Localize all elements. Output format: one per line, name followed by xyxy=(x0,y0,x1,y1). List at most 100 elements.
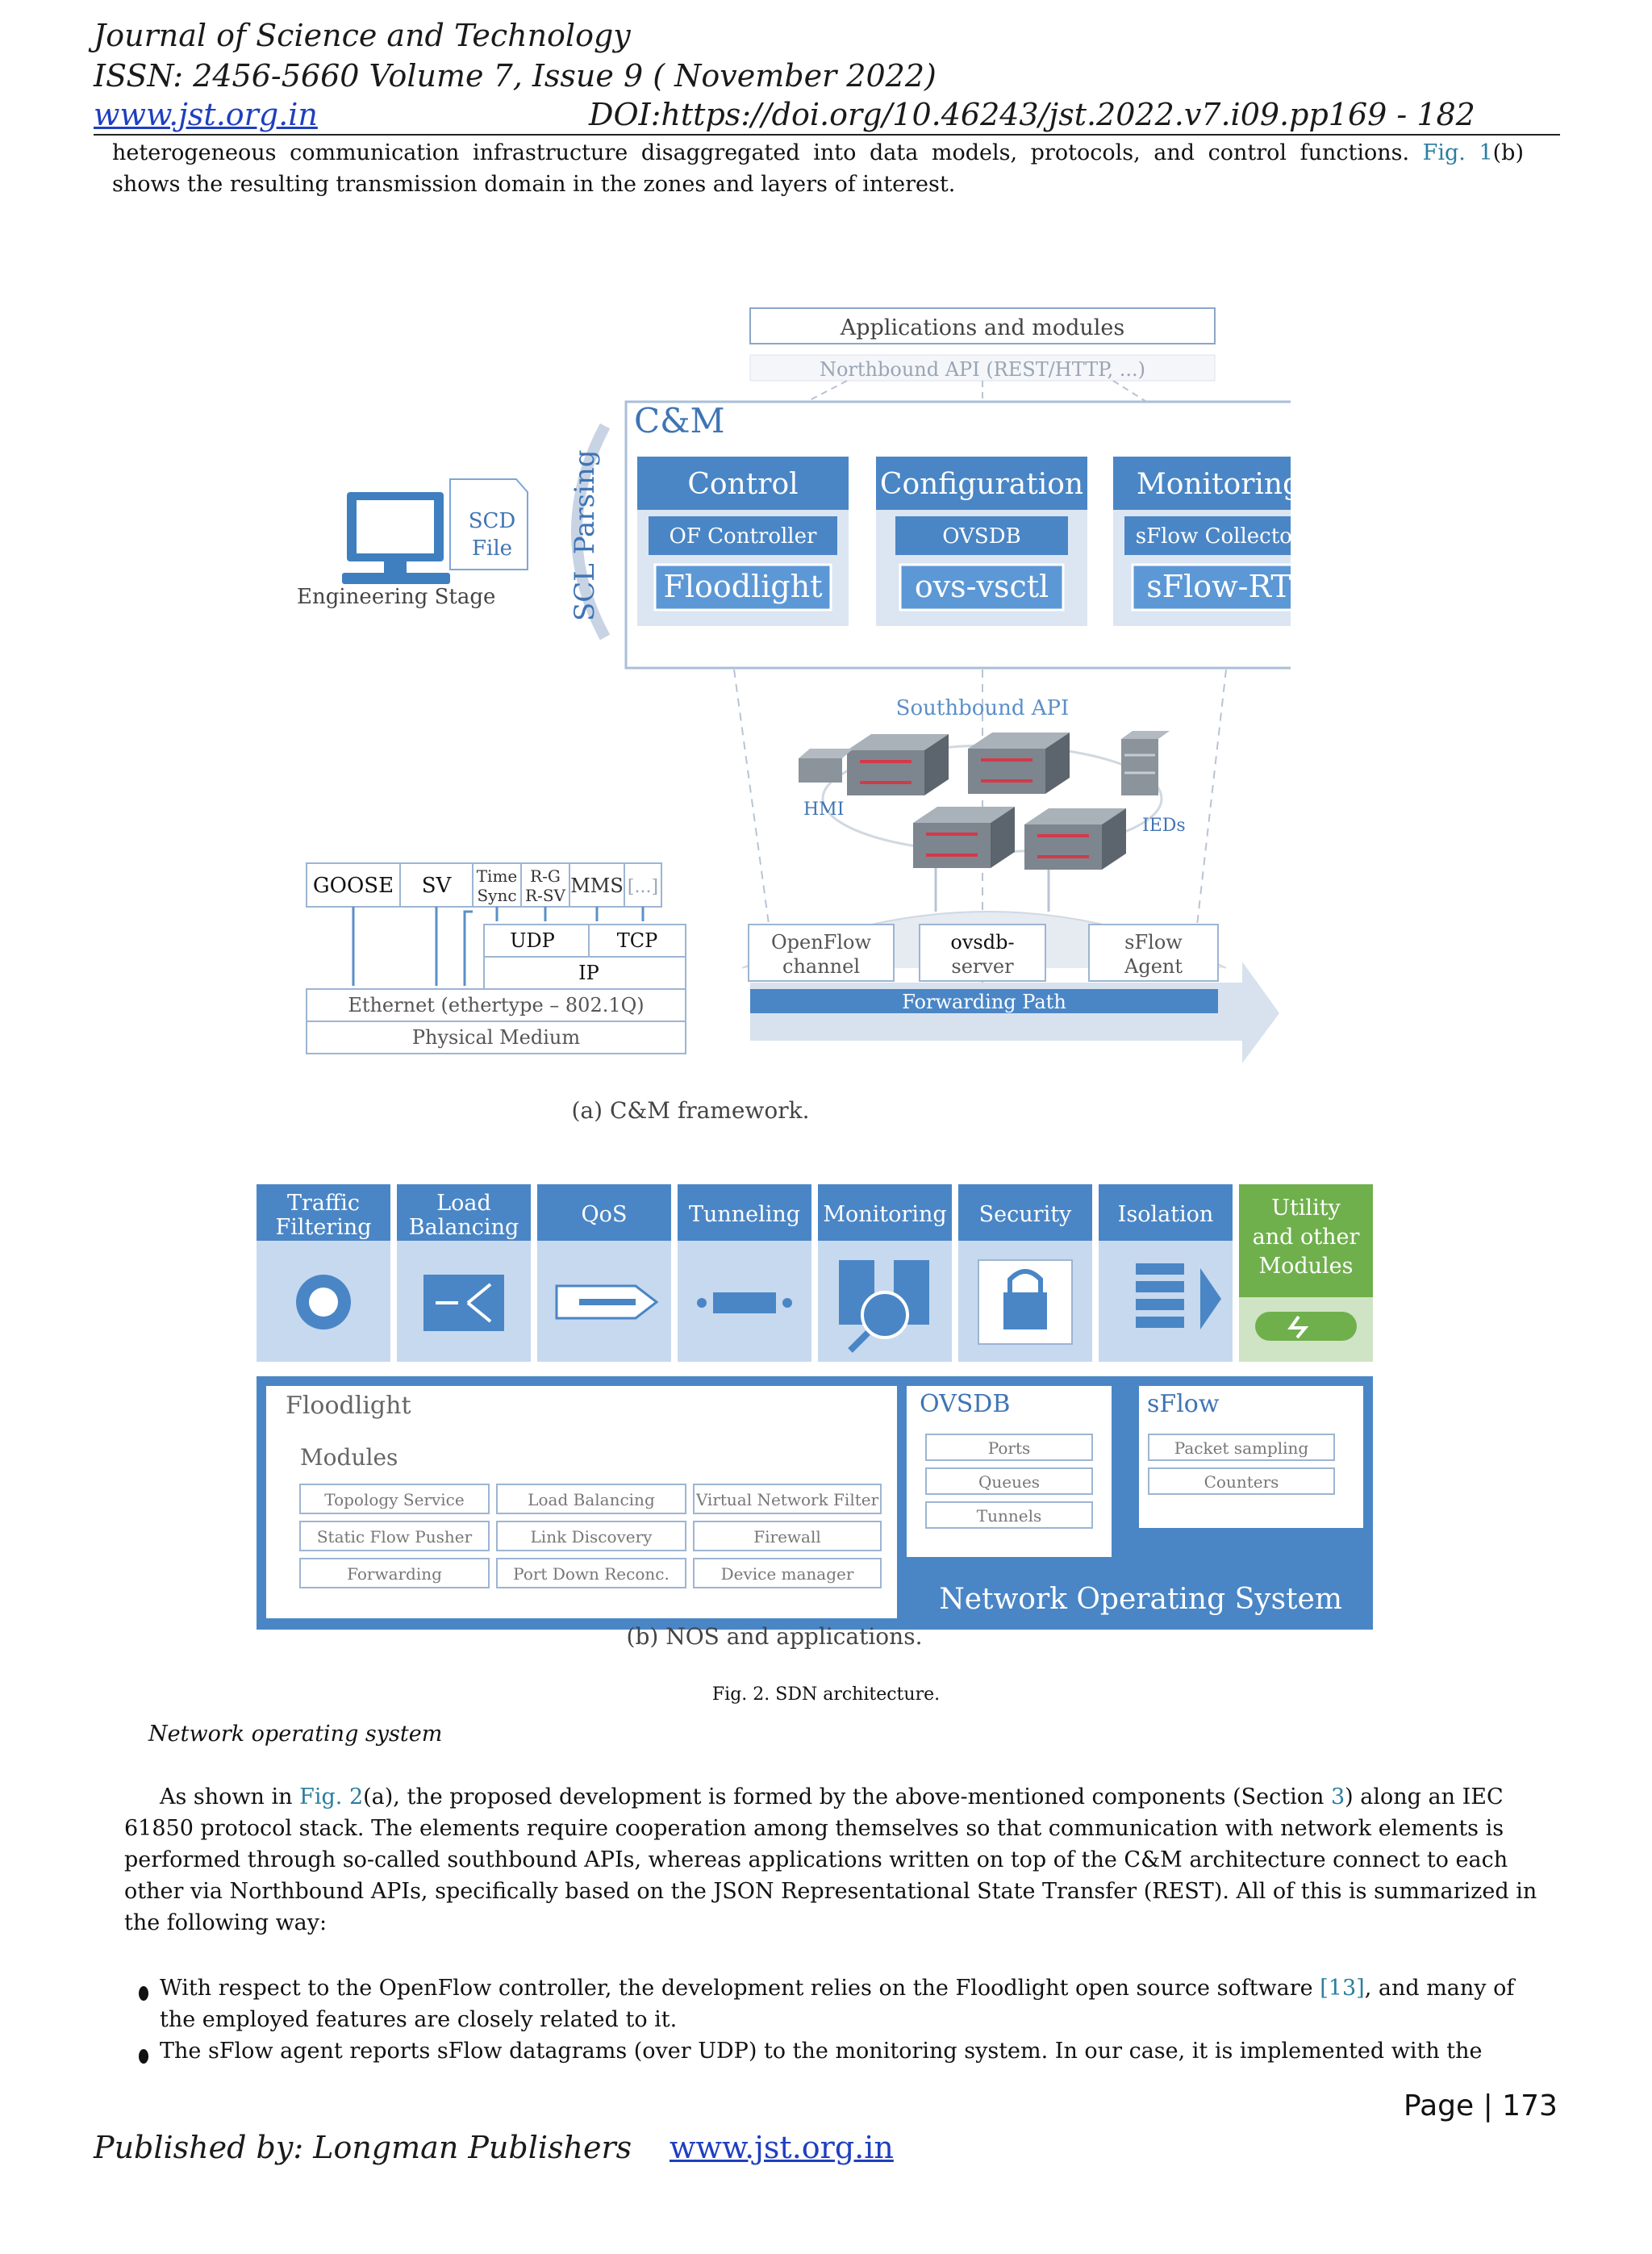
scd-file-icon xyxy=(449,478,528,570)
bullet-dot xyxy=(139,2049,148,2064)
svg-text:Virtual Network Filter: Virtual Network Filter xyxy=(695,1490,879,1509)
svg-text:Isolation: Isolation xyxy=(1118,1202,1214,1227)
parsing-arc xyxy=(571,423,611,641)
forwarding-path-label: Forwarding Path xyxy=(902,991,1066,1013)
svg-text:TCP: TCP xyxy=(617,929,658,952)
southbound-label: Southbound API xyxy=(896,696,1070,720)
cm-label: C&M xyxy=(634,401,725,440)
monitoring-column: Monitoring sFlow Collector sFlow-RT xyxy=(1113,457,1291,626)
paragraph-line-1: As shown in Fig. 2(a), the proposed deve… xyxy=(160,1784,1504,1809)
ref-13-link[interactable]: [13] xyxy=(1320,1976,1365,2001)
figure-a-cm-framework: Applications and modules Northbound API … xyxy=(297,307,1291,1124)
svg-text:sFlow-RT: sFlow-RT xyxy=(1146,569,1291,604)
caption-b: (b) NOS and applications. xyxy=(627,1623,923,1650)
svg-text:server: server xyxy=(951,955,1014,978)
svg-text:sFlow Collector: sFlow Collector xyxy=(1136,524,1291,549)
sflow-label: sFlow xyxy=(1147,1390,1220,1418)
app-traffic-filtering: Traffic Filtering xyxy=(257,1184,390,1362)
svg-text:Traffic: Traffic xyxy=(287,1191,360,1216)
svg-text:Modules: Modules xyxy=(1258,1254,1353,1279)
sflow-agent-box xyxy=(1088,924,1219,982)
svg-text:Utility: Utility xyxy=(1271,1196,1341,1221)
issn-line: ISSN: 2456-5660 Volume 7, Issue 9 ( Nove… xyxy=(94,58,937,94)
section3-ref-link[interactable]: 3 xyxy=(1330,1784,1345,1809)
paragraph-line-4: other via Northbound APIs, specifically … xyxy=(124,1879,1537,1904)
svg-text:Counters: Counters xyxy=(1204,1472,1279,1492)
svg-text:OpenFlow: OpenFlow xyxy=(771,931,871,954)
svg-text:R-G: R-G xyxy=(530,866,561,886)
svg-text:Floodlight: Floodlight xyxy=(664,569,823,604)
footer-website-link[interactable]: www.jst.org.in xyxy=(670,2130,894,2165)
nos-label: Network Operating System xyxy=(939,1583,1342,1616)
svg-text:Ports: Ports xyxy=(988,1438,1031,1458)
switch-icon-3 xyxy=(913,807,1015,868)
fig1-ref-link[interactable]: Fig. 1 xyxy=(1422,140,1493,165)
footer-publisher: Published by: Longman Publishers xyxy=(94,2130,632,2165)
header-website-link[interactable]: www.jst.org.in xyxy=(94,97,318,132)
app-monitoring: Monitoring xyxy=(818,1184,952,1362)
forwarding-path-bar xyxy=(750,989,1218,1013)
header-rule xyxy=(94,134,1560,136)
svg-text:[...]: [...] xyxy=(628,877,658,897)
svg-text:Filtering: Filtering xyxy=(275,1215,371,1240)
intro-line-1: heterogeneous communication infrastructu… xyxy=(112,137,1524,169)
caption-a: (a) C&M framework. xyxy=(572,1097,810,1124)
svg-text:Load: Load xyxy=(436,1191,491,1216)
svg-text:Port Down Reconc.: Port Down Reconc. xyxy=(513,1564,670,1584)
svg-text:Balancing: Balancing xyxy=(409,1215,519,1240)
switch-icon-4 xyxy=(1024,808,1126,870)
fig2-ref-link[interactable]: Fig. 2 xyxy=(299,1784,364,1809)
control-column: Control OF Controller Floodlight xyxy=(637,457,849,626)
svg-text:Tunneling: Tunneling xyxy=(689,1202,800,1227)
bullet-dot xyxy=(139,1986,148,2001)
app-qos: QoS xyxy=(537,1184,671,1362)
svg-text:Monitoring: Monitoring xyxy=(1137,468,1291,501)
svg-text:Control: Control xyxy=(687,468,798,501)
ieds-label: IEDs xyxy=(1142,816,1186,836)
app-security: Security xyxy=(958,1184,1092,1362)
goose-label: GOOSE xyxy=(313,874,394,898)
svg-text:OF Controller: OF Controller xyxy=(670,524,817,549)
svg-text:Sync: Sync xyxy=(477,886,516,905)
app-load-balancing: Load Balancing xyxy=(397,1184,531,1362)
applications-label: Applications and modules xyxy=(840,315,1124,340)
intro-text: heterogeneous communication infrastructu… xyxy=(112,140,1410,165)
ieds-icon xyxy=(1121,731,1170,795)
ethernet-label: Ethernet (ethertype – 802.1Q) xyxy=(348,994,644,1016)
svg-text:Security: Security xyxy=(979,1202,1072,1227)
figure-caption: Fig. 2. SDN architecture. xyxy=(711,1684,941,1705)
svg-text:ovsdb-: ovsdb- xyxy=(950,931,1014,954)
svg-text:Forwarding: Forwarding xyxy=(347,1564,442,1584)
paragraph-line-2: 61850 protocol stack. The elements requi… xyxy=(124,1816,1504,1841)
engineering-stage-label: Engineering Stage xyxy=(297,585,495,609)
doi-line: DOI:https://doi.org/10.46243/jst.2022.v7… xyxy=(589,97,1475,132)
app-isolation: Isolation xyxy=(1099,1184,1233,1362)
scd-label: SCD xyxy=(469,509,516,533)
computer-keyboard xyxy=(342,573,450,584)
physical-medium-label: Physical Medium xyxy=(412,1026,580,1049)
svg-text:Link Discovery: Link Discovery xyxy=(531,1527,653,1546)
paragraph-line-5: the following way: xyxy=(124,1910,327,1935)
svg-text:ovs-vsctl: ovs-vsctl xyxy=(915,569,1049,604)
app-utility-modules: Utility and other Modules xyxy=(1239,1184,1373,1362)
module-grid: Topology Service Load Balancing Virtual … xyxy=(299,1484,882,1588)
intro-text-post: (b) xyxy=(1492,140,1524,165)
svg-text:and other: and other xyxy=(1253,1225,1360,1250)
protocol-stack: GOOSE SV Time Sync R-G R-SV MMS [...] IP… xyxy=(306,862,686,1054)
svg-text:IP: IP xyxy=(578,962,599,984)
northbound-label: Northbound API (REST/HTTP, ...) xyxy=(820,358,1145,381)
openflow-channel-box xyxy=(748,924,895,982)
paragraph-line-3: performed through so-called southbound A… xyxy=(124,1847,1508,1872)
northbound-box xyxy=(749,354,1216,382)
figure-b-nos: Traffic Filtering Load Balancing QoS Tun… xyxy=(257,1184,1373,1650)
svg-text:Time: Time xyxy=(477,866,518,886)
ovsdb-server-box xyxy=(919,924,1046,982)
svg-text:OVSDB: OVSDB xyxy=(942,524,1020,549)
svg-text:Static Flow Pusher: Static Flow Pusher xyxy=(317,1527,473,1546)
svg-text:Firewall: Firewall xyxy=(753,1527,821,1546)
hmi-label: HMI xyxy=(803,799,844,820)
bullet-1-line-2: the employed features are closely relate… xyxy=(160,2007,678,2032)
configuration-column: Configuration OVSDB ovs-vsctl xyxy=(876,457,1087,626)
svg-text:Topology Service: Topology Service xyxy=(324,1490,464,1509)
sv-label: SV xyxy=(422,874,453,898)
